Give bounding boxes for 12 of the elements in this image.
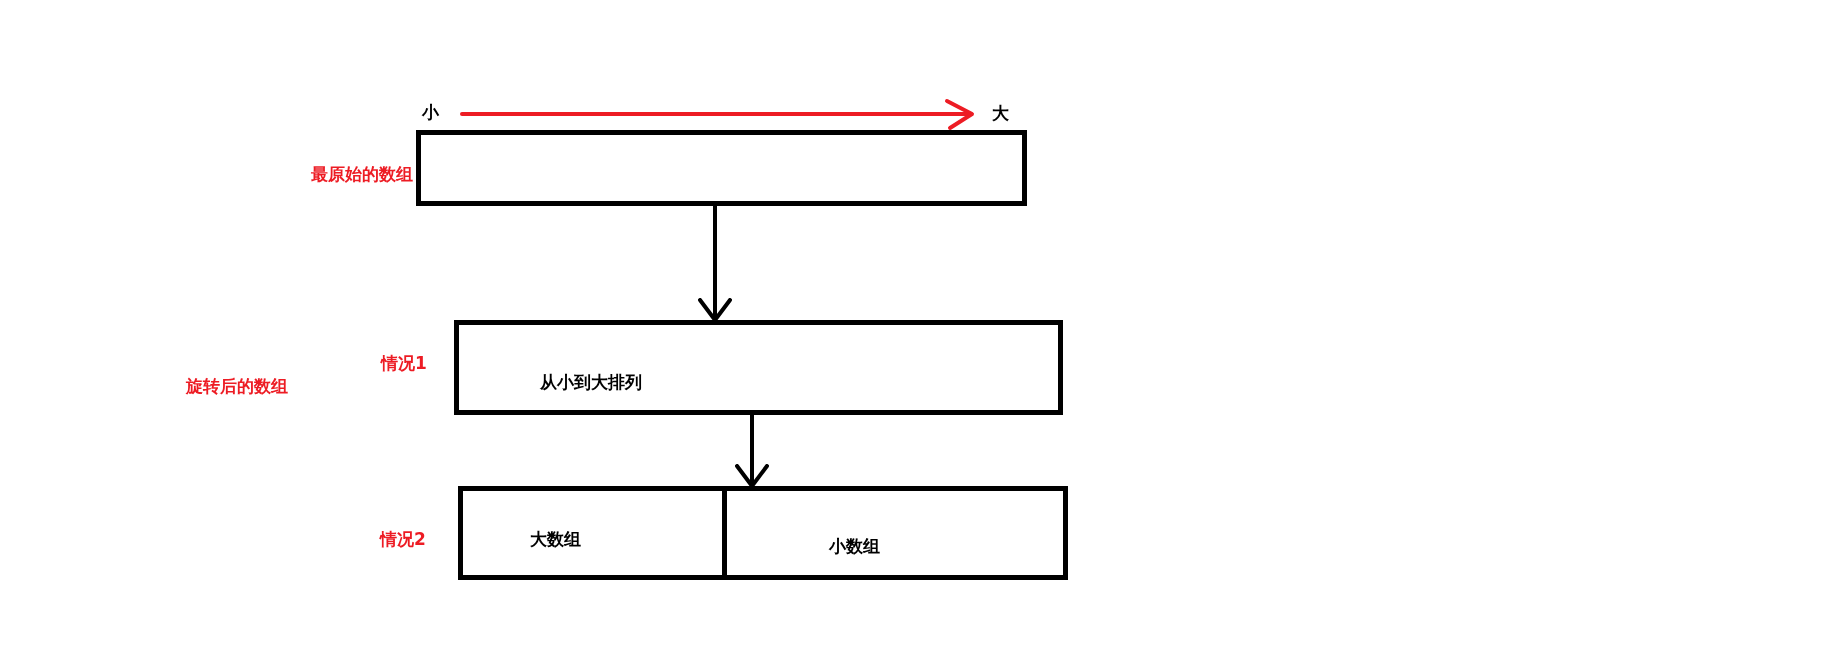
side-label: 最原始的数组 xyxy=(311,164,413,184)
group-label: 旋转后的数组 xyxy=(186,376,288,396)
node-label: 从小到大排列 xyxy=(540,372,642,392)
node-label: 小数组 xyxy=(829,536,880,556)
side-label: 情况2 xyxy=(380,529,426,549)
array-box xyxy=(416,130,1027,206)
side-label: 情况1 xyxy=(381,353,427,373)
node-label: 大数组 xyxy=(530,529,581,549)
array-box xyxy=(458,486,1068,580)
arrow xyxy=(735,415,769,488)
array-box xyxy=(454,320,1063,415)
arrow xyxy=(698,206,732,322)
